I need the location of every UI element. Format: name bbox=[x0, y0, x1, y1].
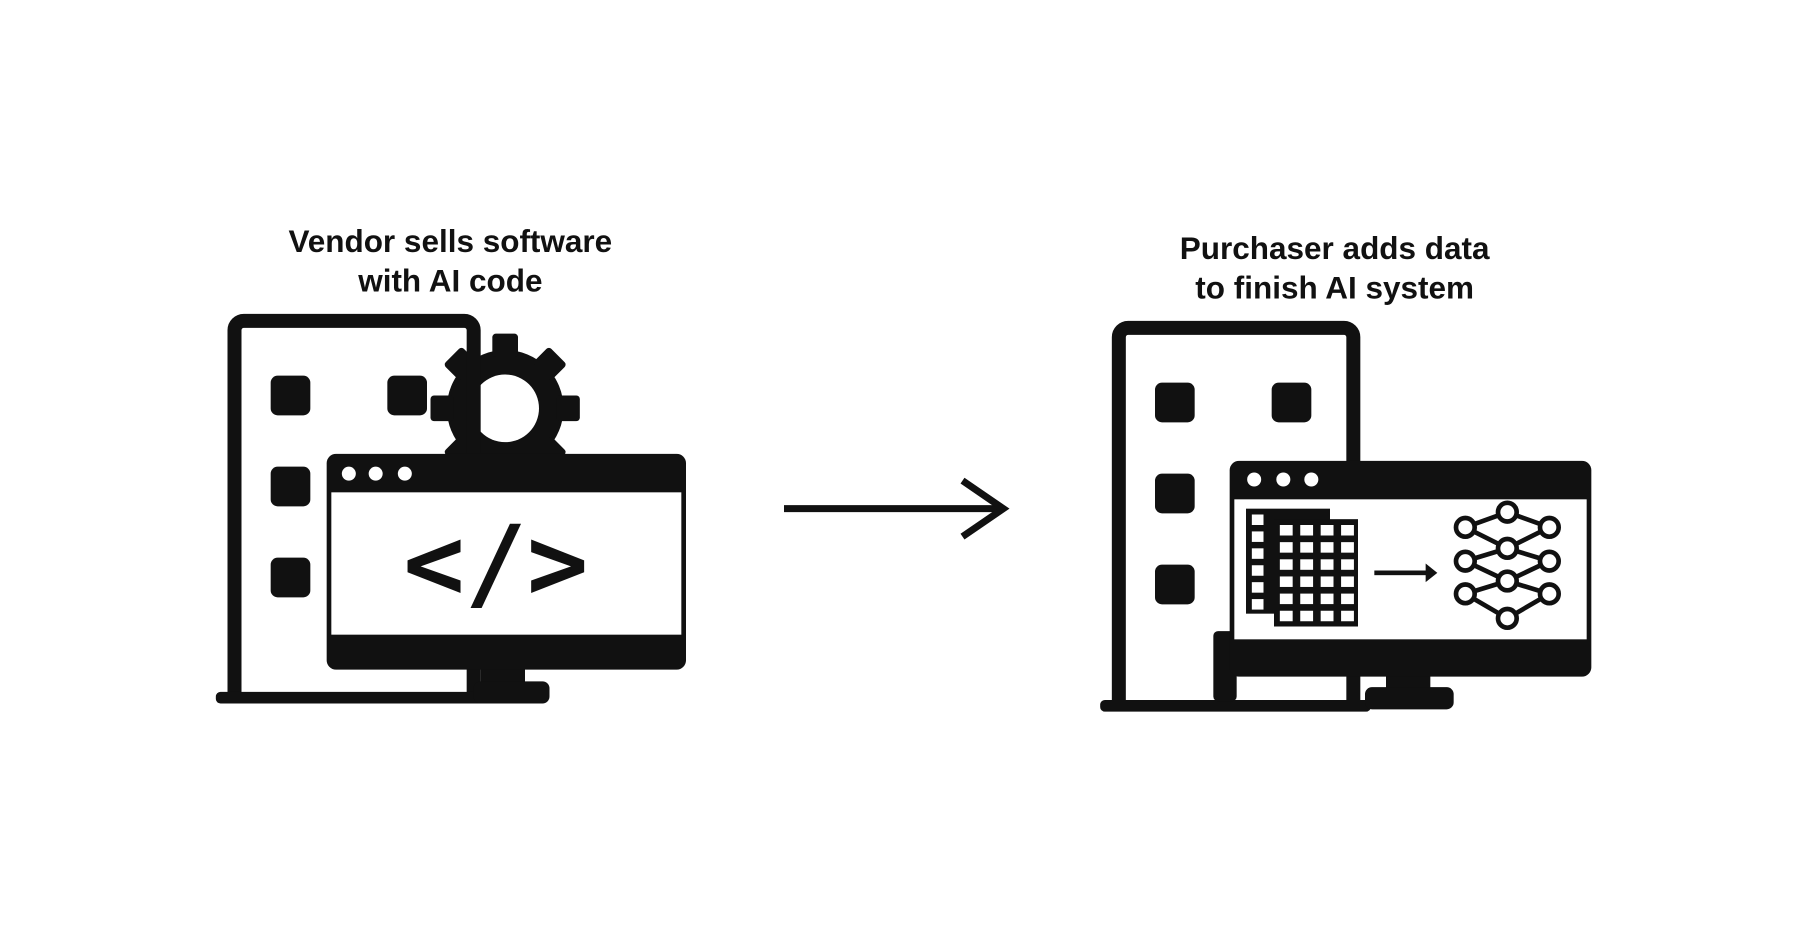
neuron-node-icon bbox=[1453, 549, 1478, 573]
monitor-icon: </> bbox=[326, 453, 686, 704]
arrow-right-icon bbox=[784, 477, 1010, 540]
window-dot-icon bbox=[397, 466, 412, 481]
code-icon: </> bbox=[403, 505, 588, 624]
neuron-node-icon bbox=[1495, 536, 1520, 560]
left-title-line2: with AI code bbox=[357, 263, 542, 299]
neuron-node-icon bbox=[1453, 515, 1478, 539]
neuron-node-icon bbox=[1495, 606, 1520, 630]
right-panel: Purchaser adds data to finish AI system bbox=[1100, 230, 1592, 712]
right-title-line2: to finish AI system bbox=[1195, 270, 1474, 306]
window-dot-icon bbox=[341, 466, 356, 481]
neuron-node-icon bbox=[1537, 515, 1562, 539]
data-table-icon bbox=[1246, 508, 1358, 627]
building-icon bbox=[215, 313, 487, 704]
window-dot-icon bbox=[368, 466, 383, 481]
neuron-node-icon bbox=[1537, 582, 1562, 606]
window-dot-icon bbox=[1247, 472, 1262, 487]
neuron-node-icon bbox=[1495, 500, 1520, 524]
neuron-node-icon bbox=[1495, 569, 1520, 593]
neural-network-icon bbox=[1453, 500, 1562, 630]
neuron-node-icon bbox=[1537, 549, 1562, 573]
window-dot-icon bbox=[1276, 472, 1291, 487]
left-title-line1: Vendor sells software bbox=[288, 223, 612, 259]
left-panel: Vendor sells software with AI code bbox=[215, 223, 686, 704]
arrow-right-icon bbox=[1374, 563, 1438, 583]
right-title-line1: Purchaser adds data bbox=[1180, 230, 1490, 266]
neuron-node-icon bbox=[1453, 582, 1478, 606]
window-dot-icon bbox=[1304, 472, 1319, 487]
